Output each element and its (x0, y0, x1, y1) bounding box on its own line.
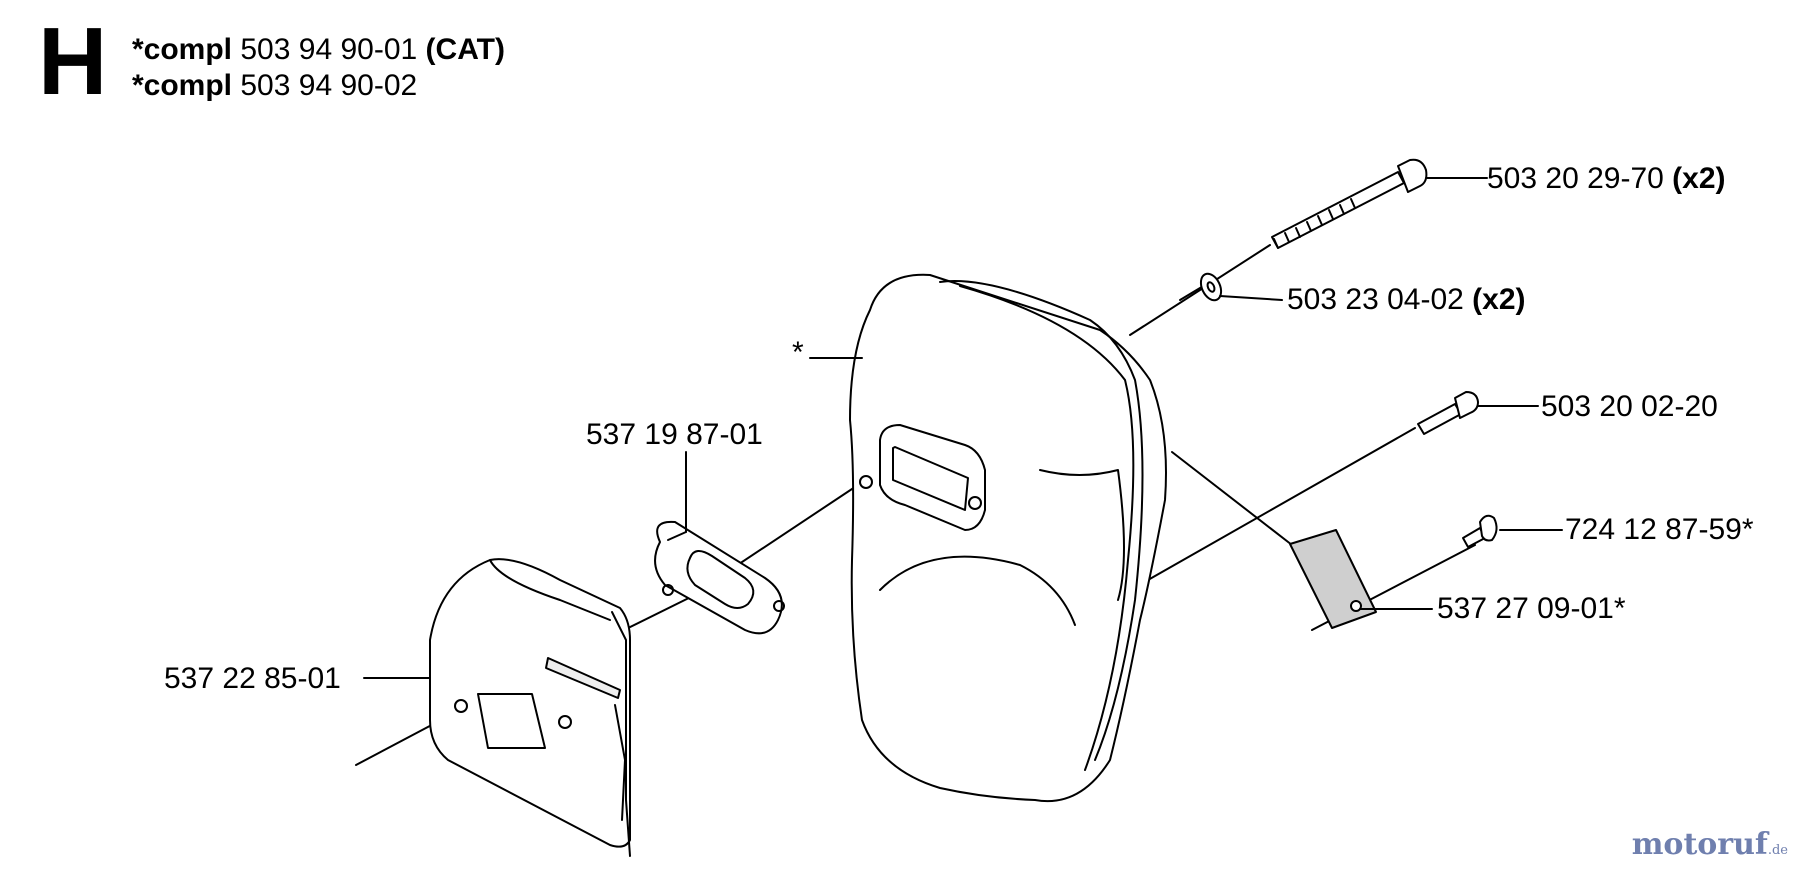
part-number: 537 22 85-01 (164, 662, 341, 695)
part-number: 503 23 04-02 (1287, 283, 1464, 316)
assembly-header: *compl 503 94 90-01 (CAT) *compl 503 94 … (132, 32, 505, 104)
screw-part (1417, 391, 1479, 435)
heat-shield-cover-part (429, 558, 631, 857)
part-label-washer[interactable]: 503 23 04-02 (x2) (1287, 283, 1526, 317)
leader-gasket-d (667, 531, 687, 541)
long-bolt-part (1271, 158, 1428, 249)
part-label-cover[interactable]: 537 22 85-01 (164, 662, 341, 696)
watermark-brand: motoruf (1631, 827, 1768, 862)
part-label-long-bolt[interactable]: 503 20 29-70 (x2) (1487, 162, 1726, 196)
gasket-part (654, 520, 785, 635)
part-qty: (x2) (1472, 283, 1526, 316)
muffler-strap-line (1171, 451, 1293, 546)
part-number: 724 12 87-59* (1565, 513, 1754, 546)
part-number: 503 20 29-70 (1487, 162, 1664, 195)
small-screw-part (1462, 514, 1498, 548)
part-label-muffler[interactable]: * (792, 336, 804, 370)
assembly-number: 503 94 90-01 (240, 33, 418, 66)
axis-line-screw (1147, 427, 1416, 581)
muffler-body-part (849, 273, 1167, 803)
part-label-small-screw[interactable]: 724 12 87-59* (1565, 513, 1754, 547)
part-qty: (x2) (1672, 162, 1726, 195)
part-label-shield-plate[interactable]: 537 27 09-01* (1437, 592, 1626, 626)
assembly-prefix: *compl (132, 33, 233, 66)
part-number: 537 19 87-01 (586, 418, 763, 451)
assembly-suffix: (CAT) (425, 33, 505, 66)
washer-part (1199, 272, 1223, 302)
part-number: 537 27 09-01* (1437, 592, 1626, 625)
section-letter: H (38, 8, 108, 115)
shield-plate-part (1289, 529, 1377, 629)
assembly-number: 503 94 90-02 (240, 69, 418, 102)
part-number: * (792, 336, 804, 369)
part-label-screw[interactable]: 503 20 02-20 (1541, 390, 1718, 424)
assembly-line-2: *compl 503 94 90-02 (132, 68, 505, 104)
leader-washer (1219, 295, 1283, 301)
part-number: 503 20 02-20 (1541, 390, 1718, 423)
axis-line-bolt (1129, 244, 1271, 336)
part-label-gasket[interactable]: 537 19 87-01 (586, 418, 763, 452)
watermark-tld: .de (1767, 843, 1788, 858)
watermark-logo: motoruf.de (1632, 827, 1788, 862)
assembly-line-1: *compl 503 94 90-01 (CAT) (132, 32, 505, 68)
assembly-prefix: *compl (132, 69, 233, 102)
